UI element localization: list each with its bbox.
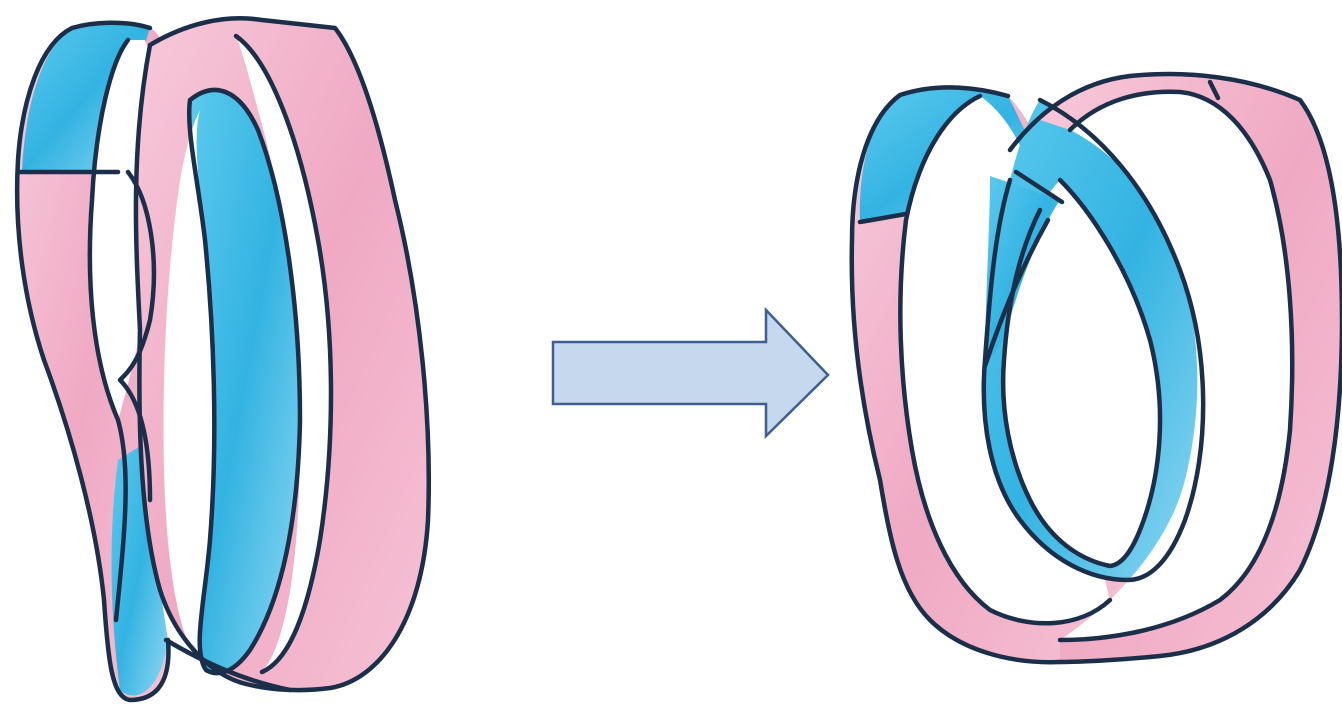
right-arrow-icon bbox=[553, 310, 828, 436]
interlinked-band-loops bbox=[852, 72, 1342, 662]
stacked-band-loops bbox=[17, 18, 429, 700]
arrow-shape bbox=[553, 310, 828, 436]
